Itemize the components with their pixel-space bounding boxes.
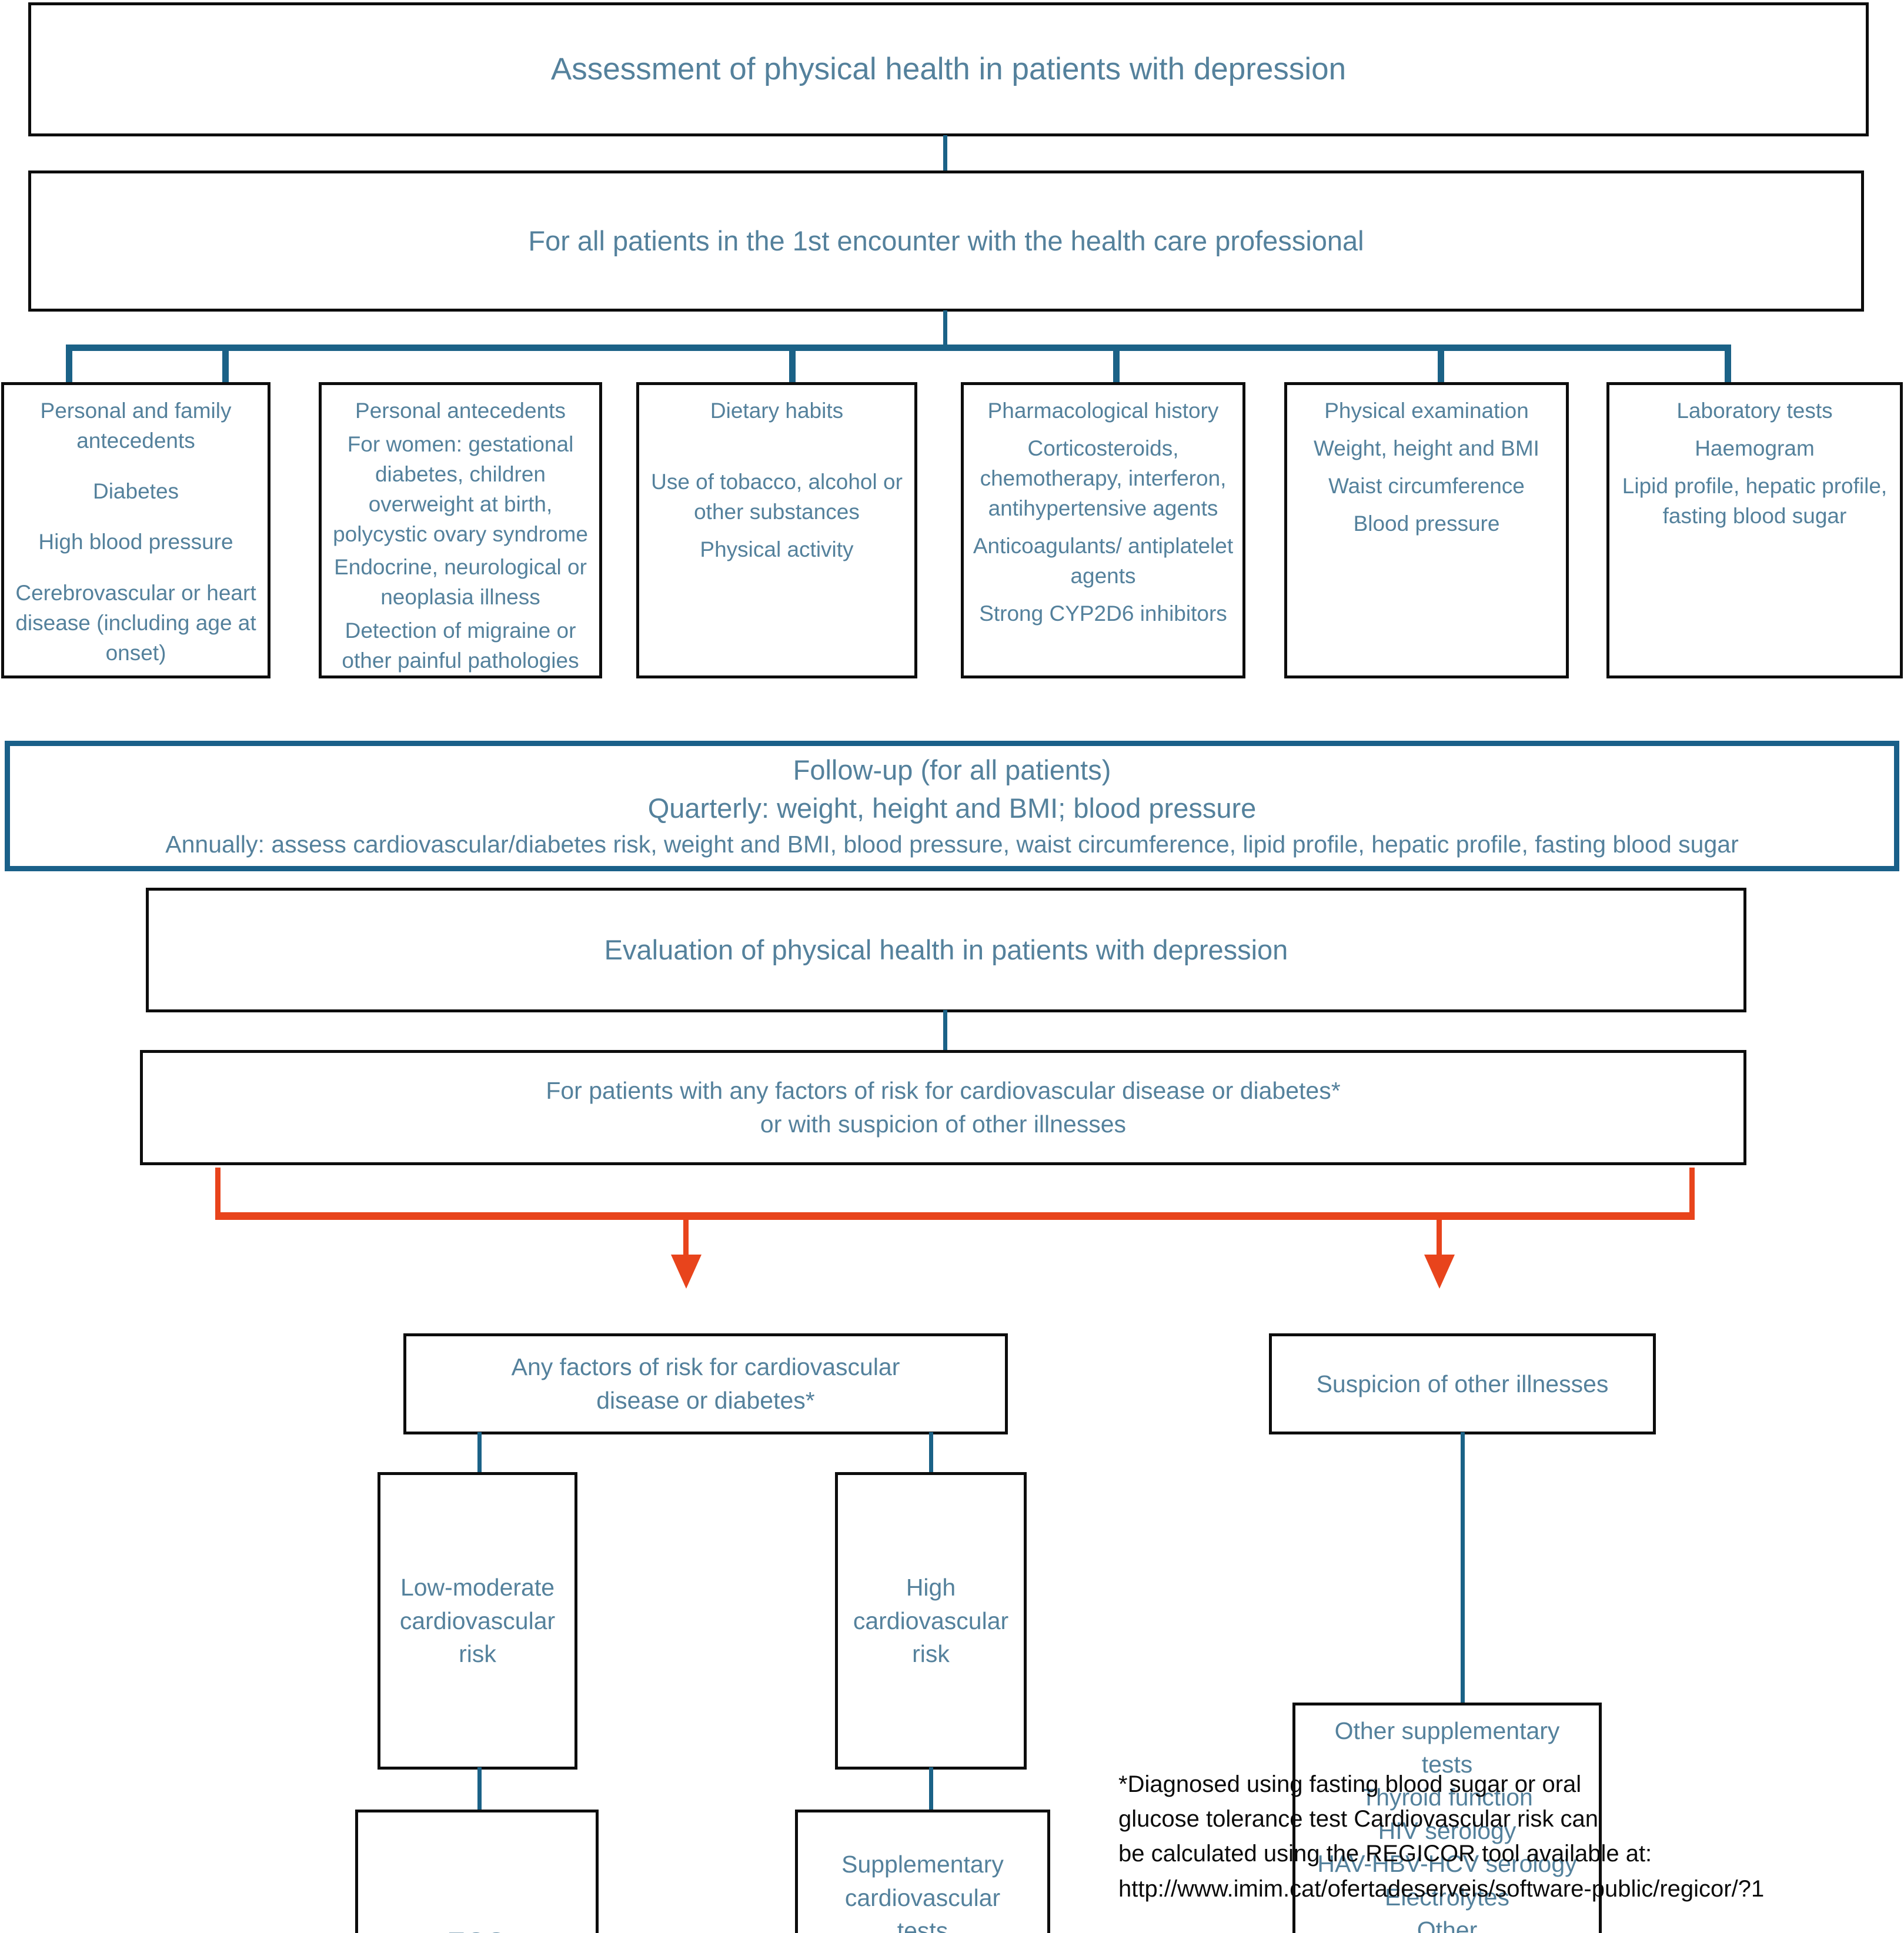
connector-red-drop-left — [683, 1217, 689, 1259]
other-tests-line-5: HAV-HBV-HCV serology — [1317, 1850, 1577, 1878]
connector-red-drop-right — [1437, 1217, 1442, 1259]
column-heading: Dietary habits — [710, 399, 844, 423]
other-tests-line-1: Other supplementary — [1334, 1717, 1560, 1744]
risk-factors-box: Any factors of risk for cardiovascular d… — [403, 1333, 1008, 1434]
connector-title-to-subtitle — [943, 135, 947, 172]
connector-drop-col2 — [222, 345, 229, 383]
low-risk-line-3: risk — [459, 1640, 496, 1668]
supp-cv-line-2: cardiovascular — [844, 1884, 1001, 1911]
column-personal-family-antecedents: Personal and family antecedents Diabetes… — [1, 382, 270, 678]
supp-cv-line-1: Supplementary — [841, 1851, 1004, 1878]
column-line-2: High blood pressure — [38, 530, 233, 554]
connector-drop-col6 — [1725, 345, 1731, 383]
risk-criteria-box: For patients with any factors of risk fo… — [140, 1050, 1746, 1165]
other-tests-line-4: HIV serology — [1378, 1817, 1516, 1844]
footnote-line-2: glucose tolerance test Cardiovascular ri… — [1118, 1806, 1598, 1832]
connector-riskfactors-to-high — [929, 1432, 933, 1474]
column-physical-examination: Physical examination Weight, height and … — [1284, 382, 1569, 678]
low-moderate-risk-box: Low-moderate cardiovascular risk — [378, 1472, 577, 1770]
risk-factors-line-1: Any factors of risk for cardiovascular — [511, 1353, 900, 1381]
connector-red-left-riser — [215, 1168, 221, 1216]
low-risk-line-1: Low-moderate — [400, 1574, 555, 1601]
criteria-line-2: or with suspicion of other illnesses — [760, 1111, 1127, 1138]
first-encounter-box: For all patients in the 1st encounter wi… — [28, 170, 1864, 312]
supplementary-cv-tests-box: Supplementary cardiovascular tests Stres… — [795, 1810, 1050, 1933]
other-tests-line-7: Other — [1417, 1917, 1478, 1933]
column-heading: Laboratory tests — [1676, 399, 1833, 423]
column-line-2: Endocrine, neurological or neoplasia ill… — [334, 555, 587, 610]
arrowhead-red-left — [671, 1255, 702, 1289]
followup-box: Follow-up (for all patients) Quarterly: … — [5, 741, 1899, 871]
column-line-1: Corticosteroids, chemotherapy, interfero… — [980, 436, 1227, 521]
first-encounter-text: For all patients in the 1st encounter wi… — [528, 225, 1364, 256]
column-line-1: Diabetes — [92, 479, 179, 504]
column-line-3: Cerebrovascular or heart disease (includ… — [15, 580, 256, 665]
column-line-2: Waist circumference — [1328, 473, 1525, 498]
connector-high-to-supplementary — [929, 1767, 933, 1813]
connector-suspicion-to-other-tests — [1461, 1432, 1465, 1708]
connector-drop-col1 — [66, 345, 72, 383]
connector-subtitle-to-bus — [943, 310, 947, 348]
ecg-text: ECG — [447, 1924, 507, 1933]
evaluation-title-box: Evaluation of physical health in patient… — [146, 888, 1746, 1012]
column-line-1: Use of tobacco, alcohol or other substan… — [651, 470, 903, 524]
column-line-2: Anticoagulants/ antiplatelet agents — [973, 534, 1234, 588]
connector-drop-col5 — [1438, 345, 1444, 383]
other-supplementary-tests-box: Other supplementary tests Thyroid functi… — [1292, 1703, 1602, 1933]
risk-factors-line-2: disease or diabetes* — [596, 1387, 815, 1414]
high-risk-line-2: cardiovascular — [853, 1607, 1009, 1634]
column-line-1: For women: gestational diabetes, childre… — [333, 432, 588, 546]
suspicion-box: Suspicion of other illnesses — [1269, 1333, 1656, 1434]
suspicion-text: Suspicion of other illnesses — [1316, 1370, 1609, 1397]
connector-drop-col4 — [1113, 345, 1120, 383]
connector-bus-horizontal — [66, 345, 1731, 351]
connector-red-right-riser — [1689, 1168, 1695, 1216]
column-line-1: Weight, height and BMI — [1314, 436, 1539, 460]
evaluation-title-text: Evaluation of physical health in patient… — [604, 934, 1288, 965]
column-heading: Physical examination — [1324, 399, 1529, 423]
followup-annually: Annually: assess cardiovascular/diabetes… — [165, 830, 1739, 858]
footnote-line-3: be calculated using the REGICOR tool ava… — [1118, 1841, 1652, 1867]
supp-cv-line-3: tests — [897, 1917, 948, 1933]
assessment-title-text: Assessment of physical health in patient… — [550, 52, 1347, 87]
other-tests-line-6: Electrolytes — [1385, 1883, 1509, 1911]
column-line-3: Blood pressure — [1353, 511, 1500, 536]
other-tests-line-2: tests — [1421, 1750, 1473, 1778]
column-dietary-habits: Dietary habits Use of tobacco, alcohol o… — [636, 382, 917, 678]
followup-title: Follow-up (for all patients) — [793, 754, 1111, 785]
column-heading: Personal antecedents — [355, 399, 566, 423]
connector-low-to-ecg — [477, 1767, 482, 1813]
criteria-line-1: For patients with any factors of risk fo… — [546, 1077, 1341, 1105]
column-line-1: Haemogram — [1695, 436, 1815, 460]
other-tests-line-3: Thyroid function — [1361, 1784, 1533, 1811]
low-risk-line-2: cardiovascular — [399, 1607, 556, 1634]
footnote-line-4: http://www.imim.cat/ofertadeserveis/soft… — [1118, 1875, 1765, 1902]
footnote-block: *Diagnosed using fasting blood sugar or … — [1118, 1767, 1895, 1907]
column-line-2: Lipid profile, hepatic profile, fasting … — [1622, 473, 1888, 529]
connector-riskfactors-to-low — [477, 1432, 482, 1474]
high-risk-line-3: risk — [912, 1640, 950, 1668]
column-pharmacological-history: Pharmacological history Corticosteroids,… — [961, 382, 1245, 678]
high-risk-line-1: High — [906, 1574, 956, 1601]
column-heading: Personal and family antecedents — [40, 399, 232, 453]
followup-quarterly: Quarterly: weight, height and BMI; blood… — [647, 792, 1257, 824]
ecg-box: ECG — [355, 1810, 599, 1933]
column-line-3: Detection of migraine or other painful p… — [342, 618, 579, 673]
connector-drop-col3 — [789, 345, 796, 383]
column-heading: Pharmacological history — [987, 399, 1219, 423]
column-personal-antecedents: Personal antecedents For women: gestatio… — [319, 382, 602, 678]
assessment-title-box: Assessment of physical health in patient… — [28, 2, 1869, 136]
column-laboratory-tests: Laboratory tests Haemogram Lipid profile… — [1606, 382, 1903, 678]
high-risk-box: High cardiovascular risk — [835, 1472, 1027, 1770]
arrowhead-red-right — [1424, 1255, 1455, 1289]
connector-red-horizontal — [215, 1212, 1695, 1220]
footnote-line-1: *Diagnosed using fasting blood sugar or … — [1118, 1771, 1582, 1797]
connector-evaluation-to-criteria — [943, 1010, 947, 1052]
column-line-2: Physical activity — [700, 537, 854, 562]
column-line-3: Strong CYP2D6 inhibitors — [979, 601, 1227, 626]
